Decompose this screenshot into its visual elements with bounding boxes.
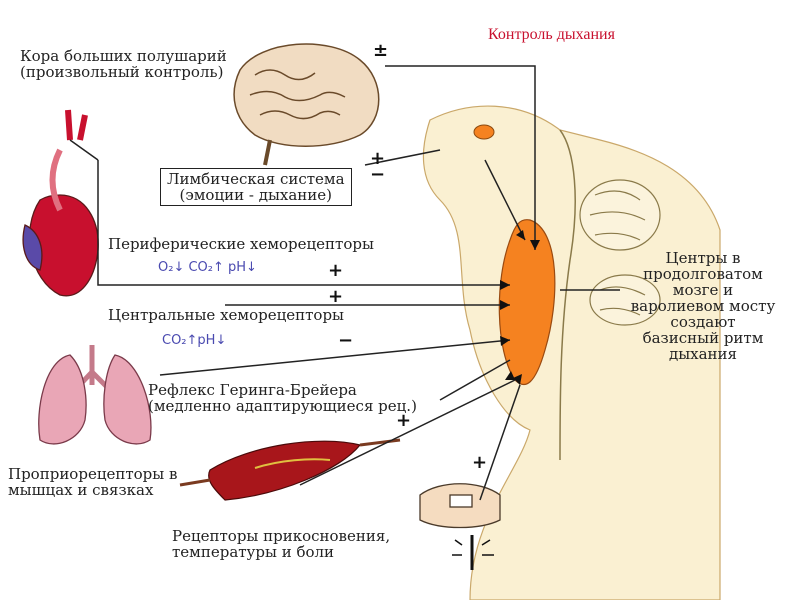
hering-sign: + bbox=[396, 410, 412, 431]
pituitary bbox=[473, 124, 495, 140]
touch-sign: + bbox=[472, 452, 488, 473]
diagram-title: Контроль дыхания bbox=[488, 26, 615, 43]
limbic-sign-minus: − bbox=[370, 164, 386, 185]
lungs bbox=[38, 345, 152, 445]
centers-label: Центры в продолговатом мозге и варолиево… bbox=[618, 250, 788, 362]
spinal-cord bbox=[559, 129, 576, 461]
centers-line: базисный ритм bbox=[642, 329, 764, 347]
heart bbox=[22, 109, 99, 297]
proprio-line2: мышцах и связках bbox=[8, 481, 154, 499]
central-sign-plus: + bbox=[328, 286, 344, 307]
limbic-sign-plus: + bbox=[370, 148, 386, 169]
centers-line: Центры в bbox=[665, 249, 741, 267]
cortex-sign: ± bbox=[373, 40, 389, 61]
centers-line: варолиевом мосту bbox=[630, 297, 776, 315]
peripheral-sign: + bbox=[328, 260, 344, 281]
touch-finger bbox=[419, 483, 501, 570]
centers-line: создают bbox=[670, 313, 736, 331]
proprio-line1: Проприорецепторы в bbox=[8, 465, 178, 483]
cortex-line1: Кора больших полушарий bbox=[20, 47, 227, 65]
brain bbox=[233, 43, 380, 166]
peripheral-chem: O₂↓ CO₂↑ pH↓ bbox=[158, 260, 257, 275]
touch-line2: температуры и боли bbox=[172, 543, 335, 561]
connector-lines bbox=[69, 65, 620, 501]
centers-line: дыхания bbox=[668, 345, 738, 363]
hering-line2: (медленно адаптирующиеся рец.) bbox=[148, 397, 417, 415]
cortex-line2: (произвольный контроль) bbox=[20, 63, 224, 81]
centers-line: мозге и bbox=[672, 281, 734, 299]
limbic-label: Лимбическая система (эмоции - дыхание) bbox=[160, 168, 352, 206]
hering-label: Рефлекс Геринга-Брейера (медленно адапти… bbox=[148, 382, 417, 414]
centers-line: продолговатом bbox=[643, 265, 763, 283]
central-sign-minus: − bbox=[338, 330, 354, 351]
proprio-label: Проприорецепторы в мышцах и связках bbox=[8, 466, 177, 498]
muscle bbox=[179, 438, 401, 501]
limbic-line2: (эмоции - дыхание) bbox=[179, 186, 333, 204]
central-label: Центральные хеморецепторы bbox=[108, 306, 344, 324]
cerebellum bbox=[579, 179, 661, 326]
touch-label: Рецепторы прикосновения, температуры и б… bbox=[172, 528, 390, 560]
central-chem: CO₂↑pH↓ bbox=[162, 333, 227, 348]
limbic-line1: Лимбическая система bbox=[167, 170, 345, 188]
arrowheads bbox=[500, 230, 540, 385]
hering-line1: Рефлекс Геринга-Брейера bbox=[148, 381, 357, 399]
cortex-label: Кора больших полушарий (произвольный кон… bbox=[20, 48, 227, 80]
peripheral-label: Периферические хеморецепторы bbox=[108, 235, 374, 253]
touch-line1: Рецепторы прикосновения, bbox=[172, 527, 391, 545]
